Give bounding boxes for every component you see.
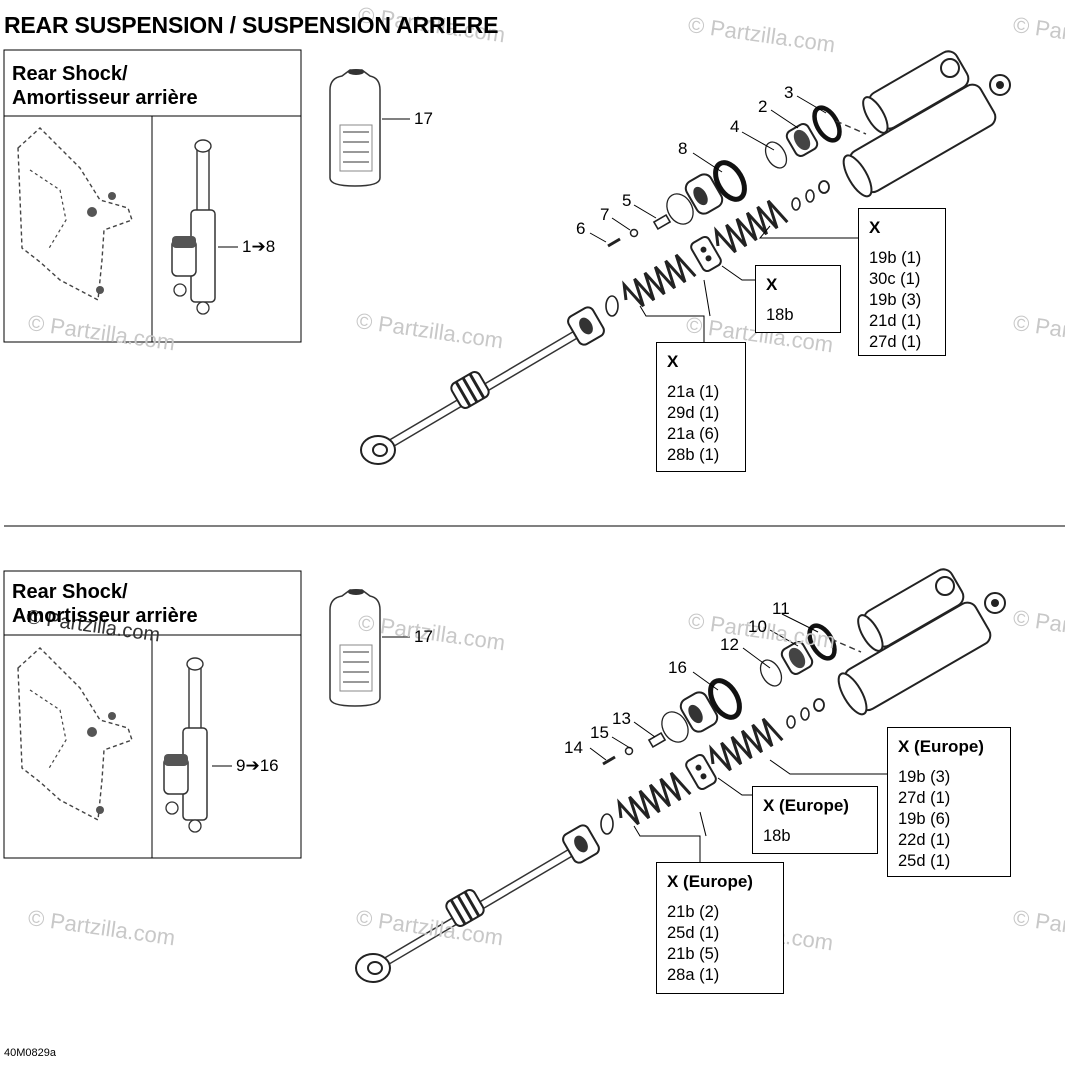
top-header-line-1: Rear Shock/: [12, 63, 128, 85]
callout-3: 3: [784, 83, 794, 102]
callout-12: 12: [720, 635, 739, 654]
bottom-range-label: 9➔16: [236, 756, 279, 775]
callout-17-bottom: 17: [414, 627, 433, 646]
bottom-kit-box-b: X (Europe) 18b: [752, 786, 878, 854]
kit-line: 19b (3): [898, 768, 951, 786]
bottom-header-line-2: Amortisseur arrière: [12, 605, 198, 627]
kit-line: 27d (1): [869, 333, 922, 351]
top-kit-box-c: X 21a (1) 29d (1) 21a (6) 28b (1): [656, 342, 746, 472]
drawing-code: 40M0829a: [4, 1047, 56, 1059]
kit-line: 21b (2): [667, 903, 720, 921]
kit-line: 28b (1): [667, 446, 720, 464]
callout-10: 10: [748, 617, 767, 636]
kit-line: 21b (5): [667, 945, 720, 963]
kit-box-heading: X: [869, 218, 881, 237]
callout-8: 8: [678, 139, 688, 158]
callout-13: 13: [612, 709, 631, 728]
kit-line: 27d (1): [898, 789, 951, 807]
callout-16: 16: [668, 658, 687, 677]
top-range-label: 1➔8: [242, 237, 276, 256]
callout-17: 17: [414, 109, 433, 128]
top-kit-box-b: X 18b: [755, 265, 841, 333]
top-kit-box-a: X 19b (1) 30c (1) 19b (3) 21d (1) 27d (1…: [858, 208, 946, 356]
kit-line: 19b (6): [898, 810, 951, 828]
kit-line: 28a (1): [667, 966, 720, 984]
kit-line: 19b (3): [869, 291, 922, 309]
callout-2: 2: [758, 97, 768, 116]
kit-line: 21d (1): [869, 312, 922, 330]
callout-11: 11: [772, 599, 790, 618]
kit-box-heading: X (Europe): [667, 872, 753, 891]
callout-5: 5: [622, 191, 632, 210]
kit-line: 18b: [766, 306, 794, 324]
top-header: Rear Shock/ Amortisseur arrière: [12, 62, 198, 110]
top-header-line-2: Amortisseur arrière: [12, 87, 198, 109]
callout-14: 14: [564, 738, 583, 757]
kit-line: 21a (6): [667, 425, 720, 443]
kit-line: 21a (1): [667, 383, 720, 401]
callout-7: 7: [600, 205, 610, 224]
kit-line: 19b (1): [869, 249, 922, 267]
page-title: REAR SUSPENSION / SUSPENSION ARRIERE: [4, 12, 499, 38]
kit-line: 30c (1): [869, 270, 921, 288]
bottom-header-line-1: Rear Shock/: [12, 581, 128, 603]
callout-6: 6: [576, 219, 586, 238]
kit-line: 25d (1): [667, 924, 720, 942]
callout-15: 15: [590, 723, 609, 742]
kit-line: 18b: [763, 827, 791, 845]
kit-box-heading: X (Europe): [898, 737, 984, 756]
kit-line: 25d (1): [898, 852, 951, 870]
kit-box-heading: X: [766, 275, 778, 294]
kit-line: 22d (1): [898, 831, 951, 849]
kit-box-heading: X: [667, 352, 679, 371]
bottom-kit-box-c: X (Europe) 21b (2) 25d (1) 21b (5) 28a (…: [656, 862, 784, 994]
kit-box-heading: X (Europe): [763, 796, 849, 815]
bottom-kit-box-a: X (Europe) 19b (3) 27d (1) 19b (6) 22d (…: [887, 727, 1011, 877]
bottom-header: Rear Shock/ Amortisseur arrière: [12, 580, 198, 628]
kit-line: 29d (1): [667, 404, 720, 422]
callout-4: 4: [730, 117, 740, 136]
